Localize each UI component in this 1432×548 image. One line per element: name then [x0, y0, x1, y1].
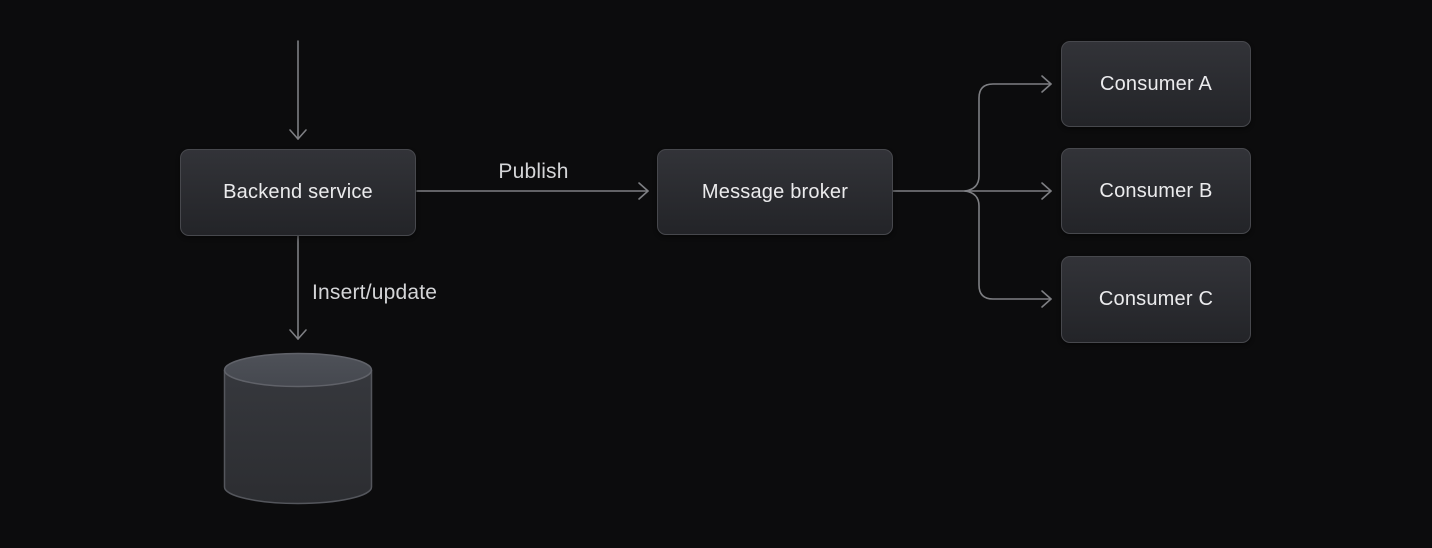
database-cylinder: [223, 352, 373, 505]
node-label: Backend service: [223, 181, 373, 203]
node-consumer-c: Consumer C: [1061, 256, 1251, 343]
edge-broker-consumer-a: [964, 75, 1052, 192]
edge-label-insert-update: Insert/update: [312, 281, 438, 304]
edge-broker-consumer-c: [964, 190, 1052, 308]
edge-broker-consumer-b: [964, 182, 1052, 200]
edge-into-backend: [289, 40, 307, 140]
node-label: Message broker: [701, 180, 849, 203]
node-label: Consumer C: [1098, 288, 1214, 310]
node-label: Consumer A: [1099, 72, 1213, 95]
edge-insert-update: [289, 235, 307, 340]
node-consumer-b: Consumer B: [1061, 148, 1251, 234]
edge-publish: [416, 182, 649, 200]
node-label: Consumer B: [1099, 179, 1213, 202]
node-consumer-a: Consumer A: [1061, 41, 1251, 127]
edge-label-publish: Publish: [498, 160, 569, 183]
node-backend-service: Backend service: [180, 149, 416, 236]
node-message-broker: Message broker: [657, 149, 893, 235]
